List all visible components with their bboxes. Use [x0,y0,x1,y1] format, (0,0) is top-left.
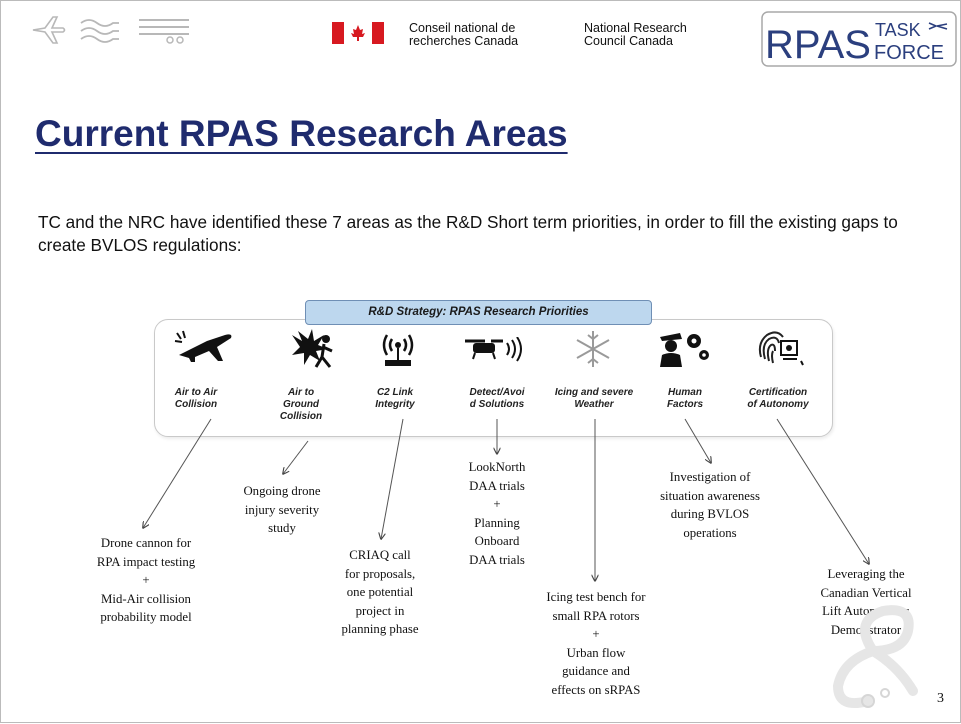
priorities-panel [154,319,833,437]
note-line: effects on sRPAS [551,682,641,697]
area-label-line: Certification [748,387,808,398]
note-icing: Icing test bench for small RPA rotors + … [521,588,671,699]
org-name-english-line: Council Canada [584,34,673,48]
area-label-line: Ground [282,399,320,410]
note-c2-link: CRIAQ call for proposals, one potential … [321,546,439,639]
waves-icon [80,19,119,43]
collision-person-icon [292,329,333,368]
connector-arrow [143,418,212,528]
area-label-detect-avoid: Detect/Avoi d Solutions [454,387,540,411]
note-line: Icing test bench for [546,590,646,604]
svg-text:FORCE: FORCE [874,42,944,64]
area-label-line: Weather [574,399,614,410]
note-line: Mid-Air collision [101,591,191,606]
note-line: DAA trials [469,478,525,493]
note-line: Planning [474,515,520,530]
wireless-signal-icon [382,334,414,366]
note-line: Ongoing drone [243,484,321,498]
note-line: study [268,521,296,535]
note-line: for proposals, [344,566,416,581]
area-label-line: Air to Air [174,387,218,398]
area-label-air-to-air: Air to Air Collision [153,387,239,411]
area-label-c2-link: C2 Link Integrity [352,387,438,411]
note-line: DAA trials [469,552,525,567]
connector-arrow [776,418,869,564]
note-air-to-ground: Ongoing drone injury severity study [223,482,341,538]
note-line: Leveraging the [827,567,905,581]
svg-text:TASK: TASK [875,20,921,40]
connector-arrow [381,418,404,539]
note-line: RPA impact testing [96,554,196,569]
note-line: Canadian Vertical [820,585,912,600]
area-label-line: Factors [666,399,704,410]
airplane-icon [174,330,232,362]
area-label-line: of Autonomy [747,399,809,410]
note-line: situation awareness [660,488,760,503]
note-line: guidance and [562,664,630,678]
rpas-task-force-logo: RPAS TASK FORCE [761,11,957,67]
note-line: probability model [100,610,192,624]
note-line: operations [683,525,737,540]
page-number: 3 [937,691,944,706]
pilot-gears-icon [660,333,709,367]
note-line: injury severity [244,502,320,517]
note-line: Investigation of [669,470,751,484]
area-label-icing: Icing and severe Weather [543,387,645,411]
note-line: Urban flow [566,645,626,660]
svg-text:RPAS: RPAS [765,23,871,67]
rail-lines-icon [139,19,189,44]
note-line: planning phase [341,622,419,636]
note-line: + [142,573,150,587]
note-line: + [493,497,501,511]
note-line: CRIAQ call [349,548,411,562]
note-line: during BVLOS [670,507,750,521]
area-label-air-to-ground: Air to Ground Collision [258,387,344,423]
area-label-line: Icing and severe [554,387,634,398]
note-line: Drone cannon for [100,536,192,550]
note-human-factors: Investigation of situation awareness dur… [635,468,785,542]
intro-text: TC and the NRC have identified these 7 a… [38,212,898,255]
area-label-line: Collision [174,399,218,410]
area-label-line: Detect/Avoi [469,387,525,398]
slide-title: Current RPAS Research Areas [35,113,568,154]
org-name-french: Conseil national de recherches Canada [409,22,518,48]
fingerprint-computer-icon [758,331,804,366]
header: Conseil national de recherches Canada Na… [1,1,961,69]
airplane-outline-icon [32,16,66,44]
area-label-human-factors: Human Factors [642,387,728,411]
connector-arrow [283,440,309,474]
drone-watermark-icon [832,605,918,709]
snowflake-icon [576,331,610,367]
connector-arrow [684,418,711,463]
org-name-french-line: recherches Canada [409,34,519,48]
area-label-line: Human [668,387,702,398]
canada-flag-icon [332,22,384,44]
note-line: LookNorth [468,460,526,474]
area-label-line: d Solutions [469,399,525,410]
note-line: one potential [346,585,414,599]
note-air-to-air: Drone cannon for RPA impact testing + Mi… [71,534,221,627]
note-line: Onboard [474,534,520,548]
note-line: project in [355,603,405,618]
drone-sensor-icon [465,337,522,362]
area-label-line: Collision [279,411,323,422]
area-label-line: Air to [287,387,315,398]
area-label-certification: Certification of Autonomy [730,387,826,411]
org-name-english-line: National Research [584,21,687,35]
area-label-line: C2 Link [376,387,414,398]
org-name-french-line: Conseil national de [409,21,516,35]
note-line: small RPA rotors [552,608,640,623]
note-detect-avoid: LookNorth DAA trials + Planning Onboard … [447,458,547,569]
area-label-line: Integrity [375,399,415,410]
strategy-banner: R&D Strategy: RPAS Research Priorities [305,300,652,325]
note-line: + [592,627,600,641]
org-name-english: National Research Council Canada [584,22,687,48]
